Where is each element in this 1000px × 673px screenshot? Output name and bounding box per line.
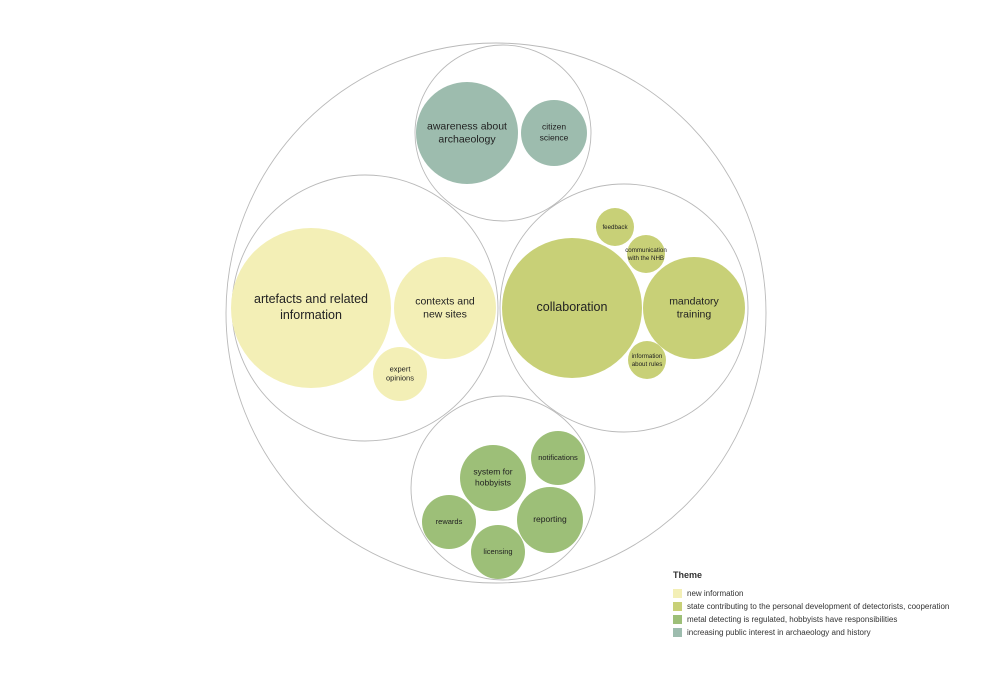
bubble-label-line: information (632, 353, 663, 360)
bubble-circle (643, 257, 745, 359)
bubble-label-line: notifications (538, 453, 578, 462)
legend-title: Theme (673, 570, 703, 580)
bubble-label-line: citizen (542, 122, 566, 132)
bubble-label-line: information (280, 308, 342, 322)
bubble-reporting: reporting (517, 487, 583, 553)
bubble-label: feedback (602, 224, 628, 231)
bubble-licensing: licensing (471, 525, 525, 579)
bubble-label-line: artefacts and related (254, 292, 368, 306)
bubble-feedback: feedback (596, 208, 634, 246)
bubble-circle (531, 431, 585, 485)
bubble-label-line: training (677, 308, 712, 320)
legend-swatch (673, 602, 682, 611)
bubble-label-line: hobbyists (475, 478, 511, 488)
bubble-label-line: licensing (483, 547, 512, 556)
bubble-collaboration: collaboration (502, 238, 642, 378)
bubble-label-line: new sites (423, 308, 467, 320)
legend-item: increasing public interest in archaeolog… (673, 626, 993, 639)
legend-label: state contributing to the personal devel… (687, 602, 950, 611)
bubble-circle (373, 347, 427, 401)
bubble-notifications: notifications (531, 431, 585, 485)
legend-label: metal detecting is regulated, hobbyists … (687, 615, 898, 624)
legend-item: state contributing to the personal devel… (673, 600, 993, 613)
bubble-circle (596, 208, 634, 246)
bubble-circle (627, 235, 665, 273)
group-rings (225, 42, 767, 584)
bubble-circle (628, 341, 666, 379)
bubble-circle (394, 257, 496, 359)
bubble-label-line: awareness about (427, 120, 507, 132)
bubble-label-line: expert (390, 364, 412, 373)
legend-label: new information (687, 589, 744, 598)
bubble-circle (460, 445, 526, 511)
bubble-rewards: rewards (422, 495, 476, 549)
bubble-label-line: contexts and (415, 295, 475, 307)
legend-swatch (673, 628, 682, 637)
bubble-label-line: science (540, 133, 569, 143)
bubble-label-line: about rules (632, 361, 663, 368)
bubble-circle (231, 228, 391, 388)
legend-swatch (673, 589, 682, 598)
bubble-label-line: mandatory (669, 295, 719, 307)
legend-item: new information (673, 587, 993, 600)
bubble-circle (521, 100, 587, 166)
bubble-label-line: opinions (386, 374, 414, 383)
legend-swatch (673, 615, 682, 624)
bubble-label-line: system for (473, 467, 512, 477)
legend-label: increasing public interest in archaeolog… (687, 628, 871, 637)
bubble-label-line: reporting (533, 514, 567, 524)
bubble-label: artefacts and related information (254, 292, 368, 322)
bubble-label-line: feedback (602, 224, 628, 231)
bubble-circle (422, 495, 476, 549)
bubble-label-line: collaboration (537, 300, 608, 314)
bubble-label: collaboration (537, 300, 608, 314)
bubble-circle (517, 487, 583, 553)
bubble-label-line: communication (625, 247, 667, 254)
bubble-label-line: rewards (436, 517, 463, 526)
group-ring-4 (410, 395, 596, 581)
bubble-label-line: with the NHB (627, 255, 664, 262)
outer-ring (225, 42, 767, 584)
bubble-label: notifications (538, 453, 578, 462)
bubble-circle (416, 82, 518, 184)
bubble-circle (502, 238, 642, 378)
bubble-label: reporting (533, 514, 567, 524)
bubble-label: rewards (436, 517, 463, 526)
legend-items: new information state contributing to the… (673, 587, 993, 639)
bubble-label-line: archaeology (438, 133, 496, 145)
bubble-artefacts-and-related-information: artefacts and related information (231, 228, 391, 388)
group-ring-3 (499, 183, 749, 433)
bubble-circle (471, 525, 525, 579)
legend-item: metal detecting is regulated, hobbyists … (673, 613, 993, 626)
group-ring-1 (414, 44, 592, 222)
legend: Theme new information state contributing … (673, 570, 993, 639)
bubble-label: licensing (483, 547, 512, 556)
